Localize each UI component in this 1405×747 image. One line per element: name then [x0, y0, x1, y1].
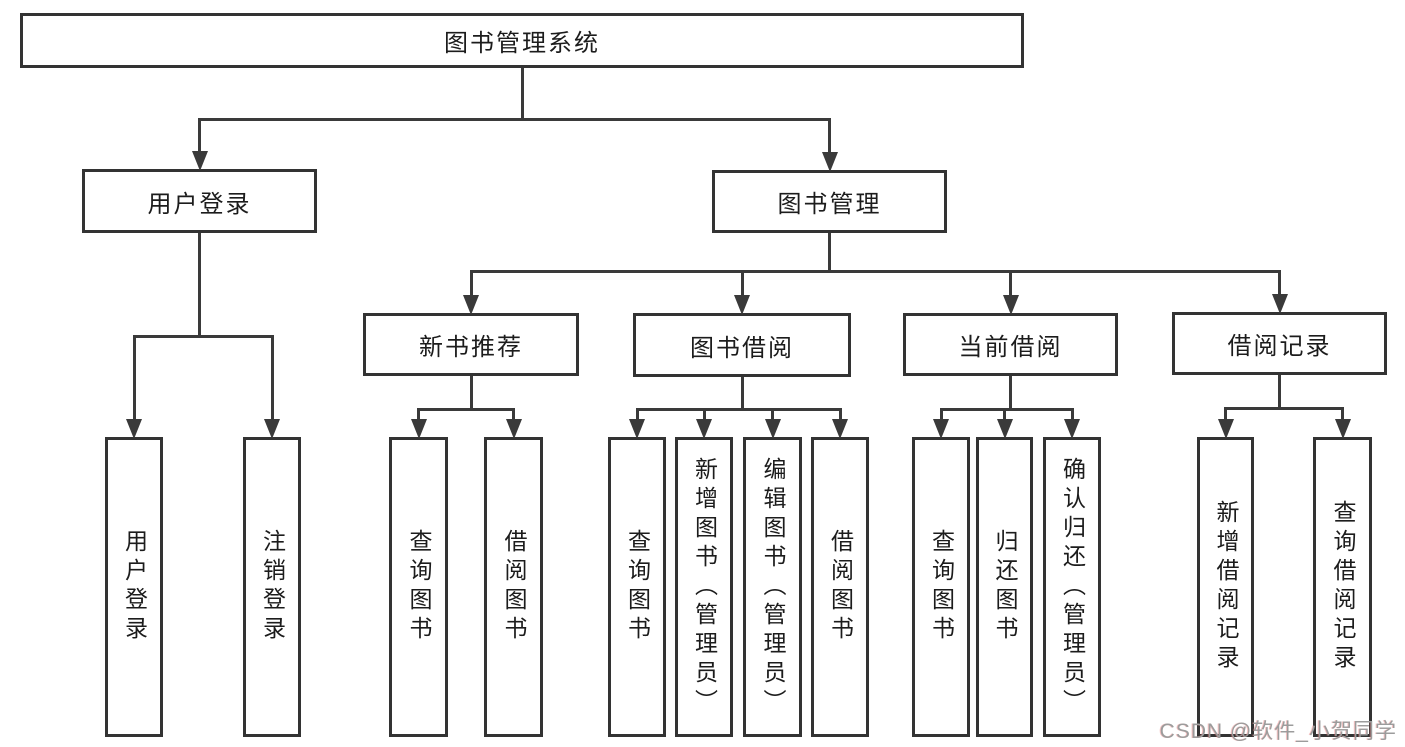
connector-drop-leaf-borrow-book-2: [838, 408, 842, 423]
connector-bar-current-borrow: [939, 408, 1074, 411]
node-leaf-edit-book: 编辑图书（管理员）: [743, 437, 802, 737]
connector-drop-user-login: [198, 118, 201, 155]
arrow-down-icon: [1271, 294, 1288, 314]
arrow-down-icon: [933, 419, 949, 439]
node-leaf-borrow-book-2: 借阅图书: [811, 437, 869, 737]
node-leaf-return-book: 归还图书: [976, 437, 1033, 737]
node-book-borrow: 图书借阅: [633, 313, 851, 377]
arrow-down-icon: [410, 419, 427, 439]
node-current-borrow: 当前借阅: [903, 313, 1118, 376]
node-leaf-add-record: 新增借阅记录: [1197, 437, 1254, 737]
connector-stem-current-borrow: [1009, 376, 1012, 411]
arrow-down-icon: [696, 419, 712, 439]
node-book-mgmt: 图书管理: [712, 170, 947, 233]
arrow-down-icon: [764, 419, 781, 439]
arrow-down-icon: [996, 419, 1013, 439]
connector-bar-new-book-rec: [417, 408, 515, 411]
connector-drop-leaf-edit-book: [771, 408, 774, 423]
node-leaf-query-book-1: 查询图书: [389, 437, 448, 737]
arrow-down-icon: [629, 419, 645, 439]
arrow-down-icon: [505, 419, 522, 439]
connector-bar-borrow-records: [1224, 407, 1344, 410]
node-leaf-logout: 注销登录: [243, 437, 301, 737]
node-user-login: 用户登录: [82, 169, 317, 233]
arrow-down-icon: [734, 295, 750, 315]
node-leaf-confirm-return: 确认归还（管理员）: [1043, 437, 1101, 737]
node-new-book-rec: 新书推荐: [363, 313, 579, 376]
connector-bar-root: [198, 118, 831, 121]
node-root: 图书管理系统: [20, 13, 1024, 68]
connector-stem-book-mgmt: [828, 233, 831, 273]
node-leaf-query-book-2: 查询图书: [608, 437, 666, 737]
connector-bar-book-borrow: [635, 408, 842, 411]
connector-stem-borrow-records: [1278, 375, 1281, 410]
connector-drop-leaf-query-record: [1341, 407, 1344, 423]
node-leaf-query-book-3: 查询图书: [912, 437, 970, 737]
connector-drop-current-borrow: [1009, 270, 1012, 299]
arrow-down-icon: [126, 419, 142, 439]
connector-bar-book-mgmt: [469, 270, 1281, 273]
connector-drop-book-mgmt: [828, 118, 831, 156]
connector-stem-user-login: [198, 233, 201, 338]
connector-stem-root: [520, 68, 524, 121]
arrow-down-icon: [1064, 419, 1080, 439]
connector-stem-new-book-rec: [469, 376, 473, 411]
node-borrow-records: 借阅记录: [1172, 312, 1387, 375]
connector-drop-leaf-logout: [270, 335, 274, 423]
connector-drop-leaf-return-book: [1003, 408, 1006, 423]
connector-drop-new-book-rec: [469, 270, 473, 299]
connector-drop-leaf-user-login: [132, 335, 136, 423]
connector-drop-leaf-query-book-3: [939, 408, 943, 423]
arrow-down-icon: [821, 152, 838, 172]
csdn-watermark: CSDN @软件_小贺同学: [1159, 720, 1397, 743]
connector-drop-borrow-records: [1278, 270, 1281, 298]
node-leaf-query-record: 查询借阅记录: [1313, 437, 1372, 737]
node-leaf-add-book: 新增图书（管理员）: [675, 437, 733, 737]
connector-drop-leaf-query-book-1: [417, 408, 420, 423]
connector-drop-leaf-confirm-return: [1070, 408, 1074, 423]
connector-drop-leaf-query-book-2: [635, 408, 639, 423]
arrow-down-icon: [832, 419, 848, 439]
node-leaf-user-login: 用户登录: [105, 437, 163, 737]
arrow-down-icon: [191, 151, 208, 171]
arrow-down-icon: [264, 419, 280, 439]
connector-stem-book-borrow: [740, 377, 744, 411]
arrow-down-icon: [1334, 419, 1351, 439]
connector-bar-user-login: [132, 335, 274, 338]
connector-drop-book-borrow: [740, 270, 744, 299]
connector-drop-leaf-add-record: [1224, 407, 1227, 423]
node-leaf-borrow-book-1: 借阅图书: [484, 437, 543, 737]
arrow-down-icon: [1217, 419, 1234, 439]
connector-drop-leaf-borrow-book-1: [512, 408, 515, 423]
connector-drop-leaf-add-book: [702, 408, 706, 423]
arrow-down-icon: [1002, 295, 1019, 315]
arrow-down-icon: [463, 295, 479, 315]
